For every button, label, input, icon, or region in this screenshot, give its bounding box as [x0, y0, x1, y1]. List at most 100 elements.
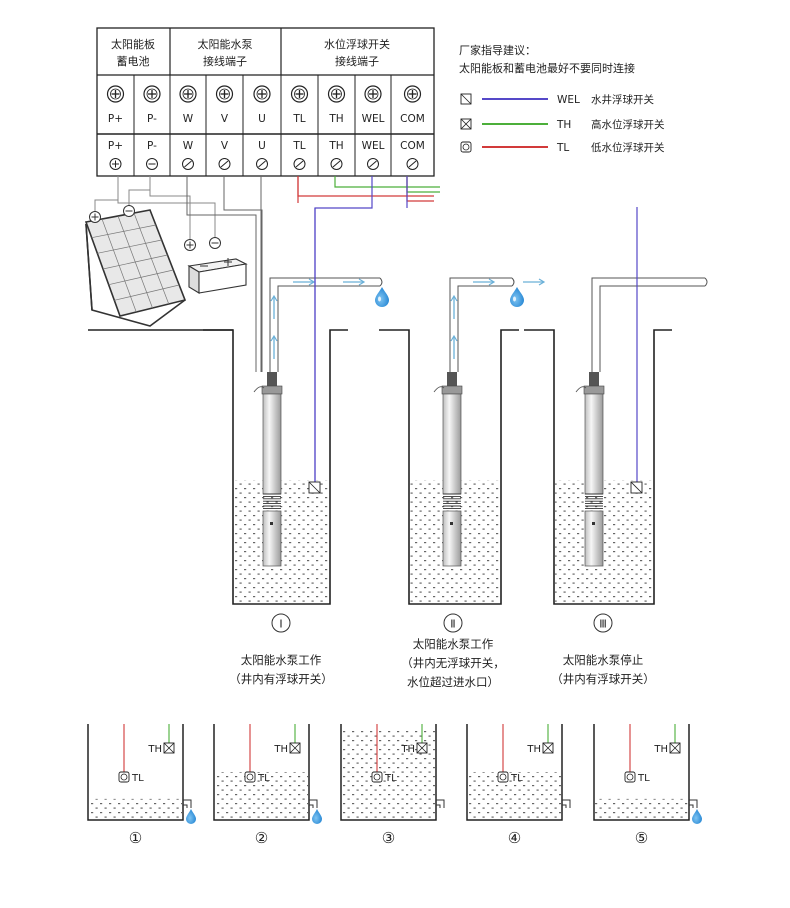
well-1	[203, 208, 389, 605]
well-caption-line1: 太阳能水泵工作	[241, 653, 322, 667]
th-label: TH	[526, 744, 541, 755]
tank-wall	[87, 724, 184, 821]
terminal-connector-icon	[408, 160, 417, 168]
screw-icon	[256, 88, 268, 100]
well-numeral-circle	[593, 613, 613, 633]
flow-arrow-icon	[308, 278, 316, 286]
pump-screw-icon	[270, 522, 273, 525]
panel-grid	[91, 212, 180, 313]
pipe-outlet	[511, 277, 515, 287]
pump-cable	[433, 386, 445, 393]
float-switch-icon	[308, 481, 321, 494]
terminal-connector-icon	[258, 160, 266, 168]
tl-switch-icon	[626, 773, 634, 781]
water-drop-icon	[312, 809, 322, 824]
th-label: TH	[147, 744, 162, 755]
pump-body	[262, 393, 282, 495]
pump-body	[584, 393, 604, 495]
legend-item-tl: TL 低水位浮球开关	[460, 141, 665, 154]
terminal-connector-icon	[220, 160, 229, 168]
pump-screw-icon	[592, 522, 595, 525]
terminal-label-upper: W	[183, 113, 194, 125]
pump-cable-gland	[447, 372, 457, 386]
discharge-pipe	[591, 277, 705, 372]
water-drop-highlight	[378, 296, 381, 302]
flow-arrow-icon	[450, 294, 458, 302]
tank-outlet	[562, 799, 571, 808]
legend-desc-tl: 低水位浮球开关	[591, 141, 665, 154]
well-caption-line2: （井内有浮球开关）	[551, 672, 655, 686]
screw-icon	[407, 88, 418, 100]
well-numeral: Ⅲ	[599, 618, 607, 631]
th-switch-icon	[163, 742, 175, 754]
terminal-connector-icon	[295, 160, 304, 168]
well-caption-line2: （井内有浮球开关）	[229, 672, 333, 686]
screw-icon	[367, 88, 379, 100]
water-drop-icon	[375, 287, 389, 307]
tl-switch-icon	[371, 771, 383, 783]
th-switch-icon	[542, 742, 554, 754]
well-numeral-circle	[443, 613, 463, 633]
panel-cell-line	[133, 212, 170, 305]
group-subtitle-float: 接线端子	[335, 54, 379, 68]
well-caption-line2: （井内无浮球开关，	[401, 656, 505, 670]
terminal-connector-icon	[332, 160, 341, 168]
tl-switch-icon	[246, 773, 254, 781]
tank-water	[595, 798, 688, 820]
tank-outlet	[436, 799, 445, 808]
wires	[94, 176, 440, 482]
terminal-label-upper: V	[221, 113, 229, 125]
terminal-label-upper: TL	[292, 113, 305, 125]
th-switch-icon	[669, 742, 681, 754]
water-drop-icon	[186, 809, 196, 824]
tank-wall	[593, 724, 690, 821]
terminal-label-lower: U	[258, 140, 266, 152]
pump-cable-gland	[589, 372, 599, 386]
terminal-label-upper: P+	[108, 113, 123, 125]
pipe-outlet	[379, 277, 383, 287]
screw-icon	[219, 88, 230, 100]
terminal-label-upper: P-	[147, 113, 157, 125]
tank-number: ①	[129, 829, 142, 847]
screw-icon	[294, 88, 305, 100]
tank-outlet	[689, 799, 698, 808]
panel-cell-line	[101, 218, 137, 313]
terminal-label-lower: TH	[328, 140, 343, 152]
pump-screw-icon	[450, 522, 453, 525]
tank-outlet	[183, 799, 192, 808]
well-wall	[203, 329, 348, 605]
terminal-label-lower: V	[221, 140, 229, 152]
battery	[184, 237, 248, 294]
terminal-label-upper: COM	[400, 113, 425, 125]
terminal-label-upper: WEL	[362, 113, 385, 125]
tank-water	[215, 772, 308, 820]
tank-number: ④	[508, 829, 521, 847]
th-label: TH	[273, 744, 288, 755]
terminal-label-lower: COM	[400, 140, 425, 152]
tl-switch-icon	[499, 773, 507, 781]
well-caption-line1: 太阳能水泵工作	[413, 637, 494, 651]
screw-icon	[146, 88, 158, 100]
tl-label: TL	[384, 773, 397, 784]
group-subtitle-battery: 蓄电池	[117, 55, 150, 68]
pipe-outlet	[704, 277, 708, 287]
tl-label: TL	[131, 773, 144, 784]
legend-code-wel: WEL	[557, 94, 580, 106]
group-title-solar: 太阳能板	[111, 37, 155, 51]
tank-number: ③	[382, 829, 395, 847]
discharge-pipe	[449, 277, 512, 372]
legend: 厂家指导建议： 太阳能板和蓄电池最好不要同时连接 WEL 水井浮球开关 TH 高…	[459, 43, 665, 154]
well-caption-line3: 水位超过进水口）	[407, 675, 499, 689]
screw-icon	[110, 88, 121, 100]
water-drop-icon	[510, 287, 524, 307]
tl-label: TL	[510, 773, 523, 784]
wells	[203, 207, 708, 605]
legend-desc-wel: 水井浮球开关	[591, 93, 654, 106]
solar-panel	[84, 205, 187, 327]
group-subtitle-pump: 接线端子	[203, 54, 247, 68]
tl-switch-icon	[497, 771, 509, 783]
